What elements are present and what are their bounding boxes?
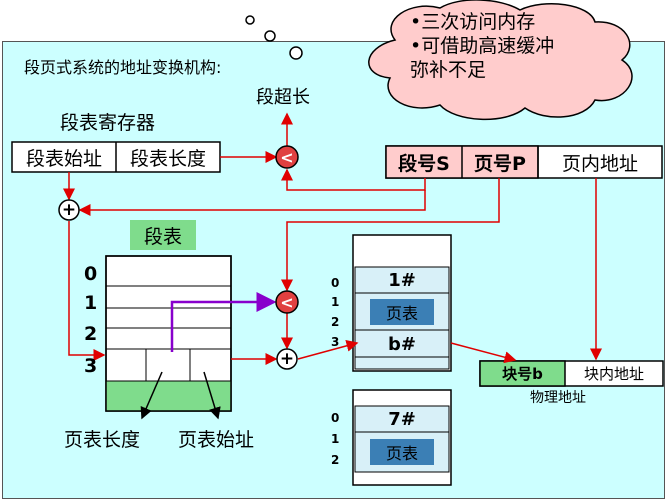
- physical-block-no: 块号b: [502, 365, 543, 383]
- segment-table-label: 段表: [130, 220, 196, 250]
- add-operator-1: [58, 199, 80, 221]
- add-symbol-1: +: [61, 200, 77, 220]
- seg-row-index-2: 2: [84, 323, 98, 345]
- seg-table-start: 段表始址: [25, 147, 102, 170]
- physical-block-offset: 块内地址: [583, 365, 644, 383]
- compare-symbol-2: <: [280, 292, 294, 312]
- page-title: 段页式系统的地址变换机构:: [24, 58, 222, 77]
- physical-address-label: 物理地址: [530, 390, 586, 406]
- page-table-length-label: 页表长度: [64, 429, 141, 451]
- pt1-row-index-2: 2: [331, 315, 340, 329]
- seg-table-length: 段表长度: [129, 147, 206, 170]
- pt2-entry-top: 7#: [388, 408, 416, 430]
- logical-page-no: 页号P: [474, 152, 526, 175]
- seg-row-index-0: 0: [84, 263, 98, 285]
- logical-offset: 页内地址: [561, 152, 638, 175]
- pt1-label: 页表: [370, 299, 434, 325]
- logical-seg-no: 段号S: [398, 152, 450, 175]
- compare-operator-2: [275, 290, 299, 314]
- seg-row-index-1: 1: [84, 292, 98, 314]
- pt1-entry-top: 1#: [388, 269, 416, 291]
- overflow-label: 段超长: [256, 87, 310, 108]
- page-table-start-label: 页表始址: [178, 429, 255, 451]
- cloud-callout: [245, 0, 633, 120]
- pt2-row-index-2: 2: [331, 453, 340, 467]
- pt1-entry-bottom: b#: [388, 333, 416, 355]
- pt1-row-index-1: 1: [331, 295, 340, 309]
- compare-symbol-1: <: [280, 147, 294, 167]
- seg-row-index-3: 3: [84, 355, 98, 377]
- pt2-row-index-1: 1: [331, 432, 340, 446]
- add-symbol-2: +: [279, 349, 295, 369]
- pt1-row-index-0: 0: [331, 276, 340, 290]
- compare-operator-1: [275, 145, 299, 169]
- add-operator-2: [276, 348, 298, 370]
- cloud-note: •三次访问内存 •可借助高速缓冲 弥补不足: [410, 10, 554, 82]
- pt1-row-index-3: 3: [331, 335, 340, 349]
- cloud-line-2: •可借助高速缓冲: [410, 35, 555, 57]
- pt2-label: 页表: [370, 439, 434, 465]
- pt2-row-index-0: 0: [331, 411, 340, 425]
- cloud-line-3: 弥补不足: [410, 59, 487, 81]
- cloud-line-1: •三次访问内存: [410, 11, 536, 33]
- seg-register-label: 段表寄存器: [60, 112, 156, 134]
